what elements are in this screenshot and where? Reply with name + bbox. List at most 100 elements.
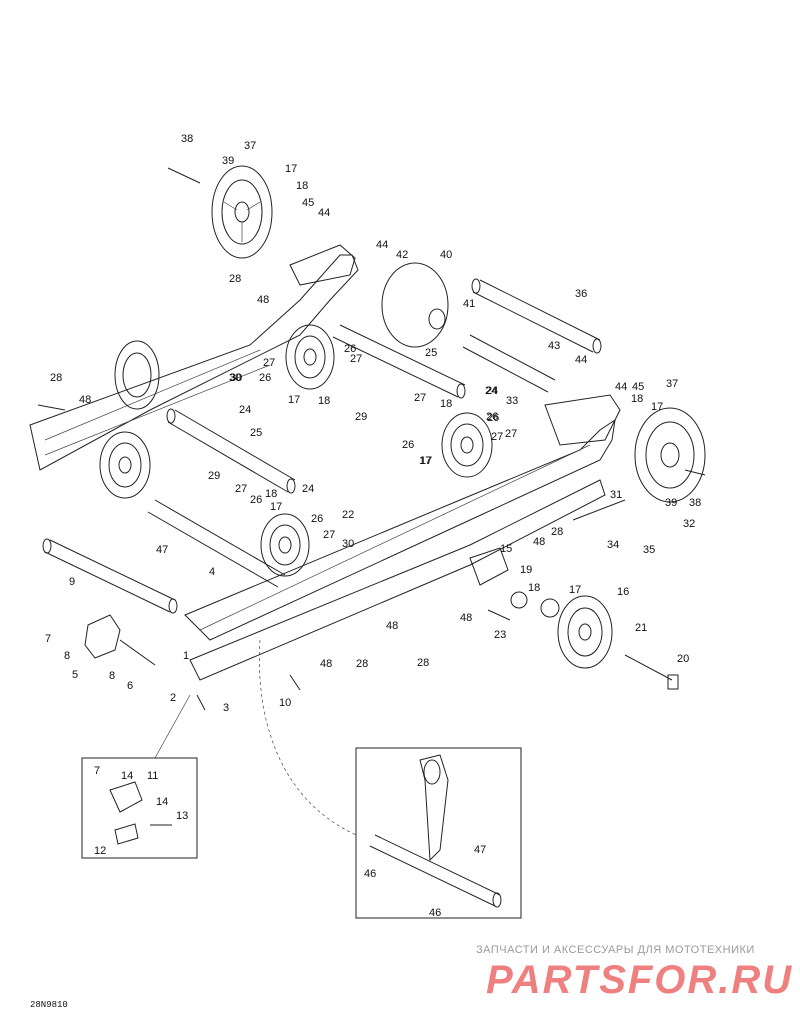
callout: 26 — [344, 343, 356, 355]
callout: 2 — [170, 692, 176, 704]
callout: 16 — [617, 586, 629, 598]
callout: 27 — [414, 392, 426, 404]
callout: 28 — [356, 658, 368, 670]
callout: 24 — [302, 483, 314, 495]
callout: 26 — [487, 412, 499, 424]
right-rail — [184, 418, 616, 681]
callout: 34 — [607, 539, 619, 551]
callout: 44 — [318, 207, 330, 219]
callout: 48 — [320, 658, 332, 670]
callout: 48 — [257, 294, 269, 306]
callout: 26 — [250, 494, 262, 506]
callout: 33 — [506, 395, 518, 407]
callout: 37 — [666, 378, 678, 390]
callout-labels: 38 37 39 17 18 45 44 44 42 40 41 36 43 4… — [45, 133, 701, 919]
callout: 17 — [419, 455, 431, 467]
callout: 18 — [296, 180, 308, 192]
callout: 4 — [209, 566, 215, 578]
callout: 30 — [230, 372, 242, 384]
left-rail — [29, 254, 359, 471]
bolts — [37, 167, 706, 711]
callout: 39 — [222, 155, 234, 167]
callout: 27 — [263, 357, 275, 369]
callout: 36 — [575, 288, 587, 300]
callout: 22 — [342, 509, 354, 521]
callout: 44 — [615, 381, 627, 393]
callout: 7 — [45, 633, 51, 645]
callout: 44 — [376, 239, 388, 251]
callout: 43 — [548, 340, 560, 352]
callout: 32 — [683, 518, 695, 530]
callout: 14 — [156, 796, 168, 808]
callout: 17 — [651, 401, 663, 413]
callout: 20 — [677, 653, 689, 665]
callout: 39 — [665, 497, 677, 509]
inset-detail-46 — [259, 639, 522, 919]
callout: 46 — [429, 907, 441, 919]
callout: 17 — [285, 163, 297, 175]
callout: 15 — [500, 543, 512, 555]
callout: 25 — [250, 427, 262, 439]
callout: 38 — [181, 133, 193, 145]
callout: 18 — [528, 582, 540, 594]
callout: 28 — [50, 372, 62, 384]
drawing-code: 28N9810 — [30, 1000, 68, 1010]
callout: 3 — [223, 702, 229, 714]
callout: 48 — [533, 536, 545, 548]
callout: 26 — [259, 372, 271, 384]
callout: 24 — [485, 385, 497, 397]
rear-bracket — [289, 244, 621, 446]
callout: 12 — [94, 845, 106, 857]
callout: 28 — [551, 526, 563, 538]
callout: 25 — [425, 347, 437, 359]
callout: 27 — [491, 431, 503, 443]
callout: 35 — [643, 544, 655, 556]
callout: 8 — [64, 650, 70, 662]
callout: 27 — [505, 428, 517, 440]
callout: 44 — [575, 354, 587, 366]
callout: 48 — [386, 620, 398, 632]
callout: 30 — [342, 538, 354, 550]
callout: 45 — [632, 381, 644, 393]
callout: 37 — [244, 140, 256, 152]
callout: 7 — [94, 765, 100, 777]
callout: 8 — [109, 670, 115, 682]
callout: 24 — [486, 385, 498, 397]
callout: 11 — [147, 770, 158, 782]
callout: 41 — [463, 298, 475, 310]
callout: 27 — [323, 529, 335, 541]
callout: 5 — [72, 669, 78, 681]
callout: 10 — [279, 697, 291, 709]
callout: 17 — [270, 501, 282, 513]
callout: 28 — [229, 273, 241, 285]
callout: 18 — [318, 395, 330, 407]
callout: 47 — [474, 844, 486, 856]
callout: 38 — [689, 497, 701, 509]
idler-wheels — [99, 165, 706, 669]
callout: 18 — [265, 488, 277, 500]
callout: 29 — [355, 411, 367, 423]
callout: 9 — [69, 576, 75, 588]
callout: 27 — [350, 353, 362, 365]
callout: 26 — [402, 439, 414, 451]
callout: 45 — [302, 197, 314, 209]
callout: 24 — [239, 404, 251, 416]
callout: 29 — [208, 470, 220, 482]
callout: 17 — [569, 584, 581, 596]
bearing-blocks — [84, 547, 560, 659]
callout: 40 — [440, 249, 452, 261]
callout: 28 — [417, 657, 429, 669]
callout: 19 — [520, 564, 532, 576]
callout: 21 — [635, 622, 647, 634]
callout: 42 — [396, 249, 408, 261]
callout: 1 — [183, 650, 189, 662]
callout: 6 — [127, 680, 133, 692]
callout: 46 — [364, 868, 376, 880]
cross-shafts — [42, 278, 602, 614]
callout: 31 — [610, 489, 622, 501]
callout: 26 — [311, 513, 323, 525]
callout: 47 — [156, 544, 168, 556]
callout: 30 — [229, 372, 241, 384]
